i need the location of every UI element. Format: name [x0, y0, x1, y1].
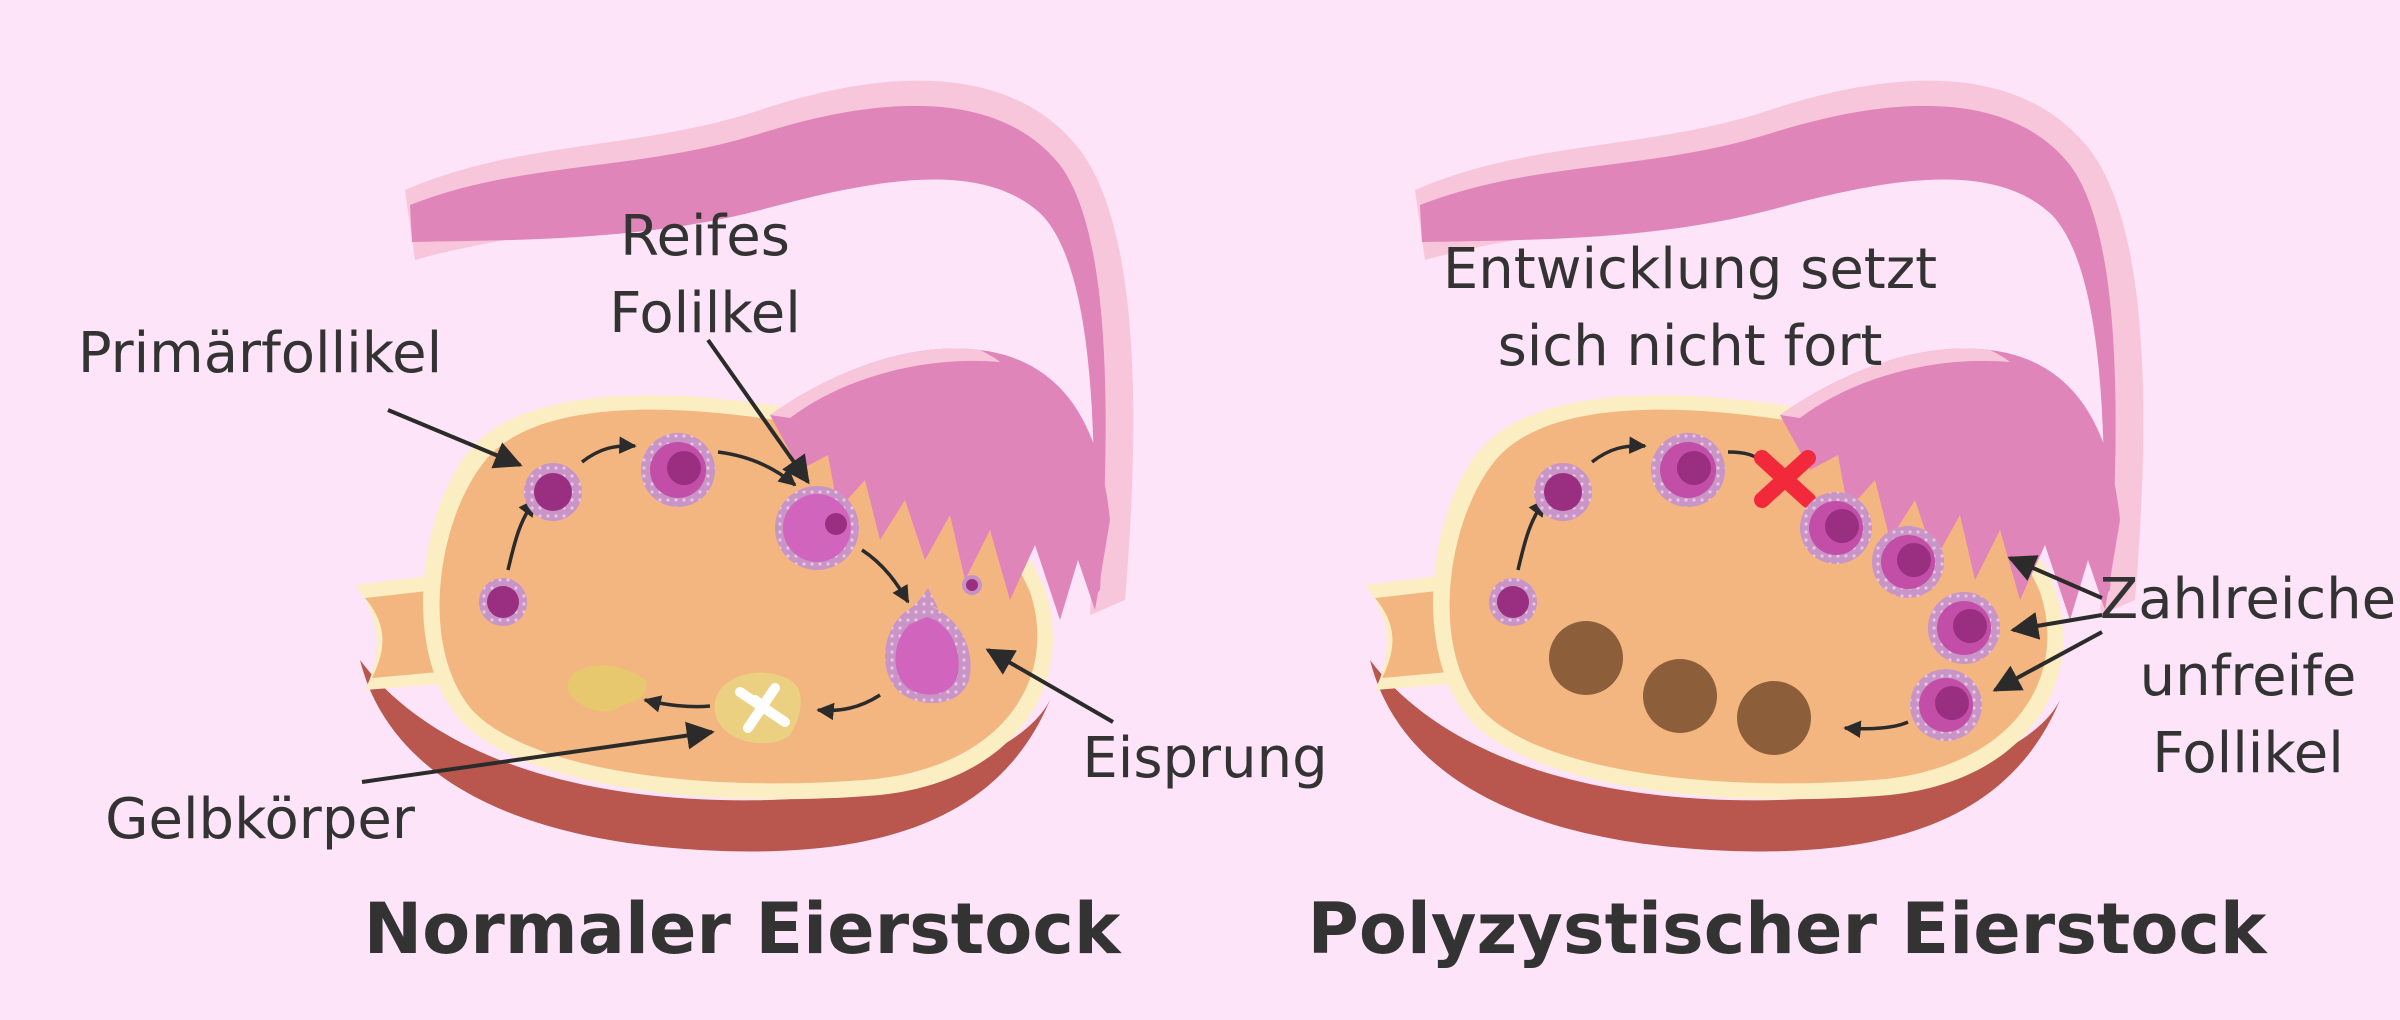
cyst-1: [1549, 621, 1623, 695]
arrow-many-follicles-1: [2007, 555, 2103, 600]
title-polycystic-ovary: Polyzystischer Eierstock: [1308, 888, 2268, 970]
regressed-corpus-luteum: [567, 665, 647, 712]
flow-arrow-2: [1590, 436, 1647, 464]
arrow-primary-follicle: [387, 408, 523, 469]
label-arrest-line2: sich nicht fort: [1498, 314, 1883, 379]
corpus-luteum: [714, 672, 801, 744]
immature-follicle-4: [1910, 669, 1982, 741]
growing-follicle: [641, 433, 715, 507]
ovulating-follicle: [885, 575, 982, 703]
cyst-3: [1737, 681, 1811, 755]
growing-follicle: [1651, 433, 1725, 507]
flow-arrow-4: [1843, 720, 1909, 738]
immature-follicle-2: [1872, 526, 1944, 598]
immature-follicle-3: [1928, 592, 2000, 664]
flow-arrow-6: [643, 695, 711, 713]
cyst-2: [1643, 659, 1717, 733]
ovary-base: [1370, 660, 2060, 852]
title-normal-ovary: Normaler Eierstock: [364, 888, 1122, 970]
arrow-many-follicles-3: [1992, 630, 2103, 692]
arrow-ovulation: [985, 648, 1114, 724]
label-many-follicles-line1: Zahlreiche: [2100, 567, 2396, 632]
label-mature-follicle-line2: Folilkel: [609, 281, 801, 346]
label-ovulation: Eisprung: [1082, 726, 1327, 791]
label-arrest-line1: Entwicklung setzt: [1443, 237, 1937, 302]
flow-arrow-2: [580, 436, 637, 464]
ovary-base: [360, 660, 1050, 852]
arrow-many-follicles-2: [2010, 612, 2103, 640]
primary-follicle-small: [479, 578, 527, 626]
label-many-follicles-line2: unfreife: [2140, 644, 2357, 709]
arrow-corpus-luteum: [361, 721, 715, 784]
polycystic-ovary-panel: Entwicklung setzt sich nicht fort Zahlre…: [1308, 80, 2396, 970]
normal-ovary-panel: Primärfollikel Reifes Folilkel Eisprung …: [78, 80, 1328, 970]
label-many-follicles-line3: Follikel: [2152, 721, 2344, 786]
fimbriae: [1780, 348, 2120, 620]
flow-arrow-5: [816, 693, 881, 721]
immature-follicle-1: [1800, 492, 1872, 564]
label-primary-follicle: Primärfollikel: [78, 321, 442, 386]
label-mature-follicle-line1: Reifes: [620, 204, 790, 269]
flow-arrow-4: [861, 548, 910, 604]
label-corpus-luteum: Gelbkörper: [105, 787, 416, 852]
primary-follicle: [524, 463, 582, 521]
arrow-mature-follicle: [706, 338, 810, 485]
development-stopped-mark: [1754, 450, 1816, 508]
primary-follicle: [1534, 463, 1592, 521]
mature-follicle: [775, 486, 859, 570]
fimbriae: [770, 348, 1110, 620]
primary-follicle-small: [1489, 578, 1537, 626]
